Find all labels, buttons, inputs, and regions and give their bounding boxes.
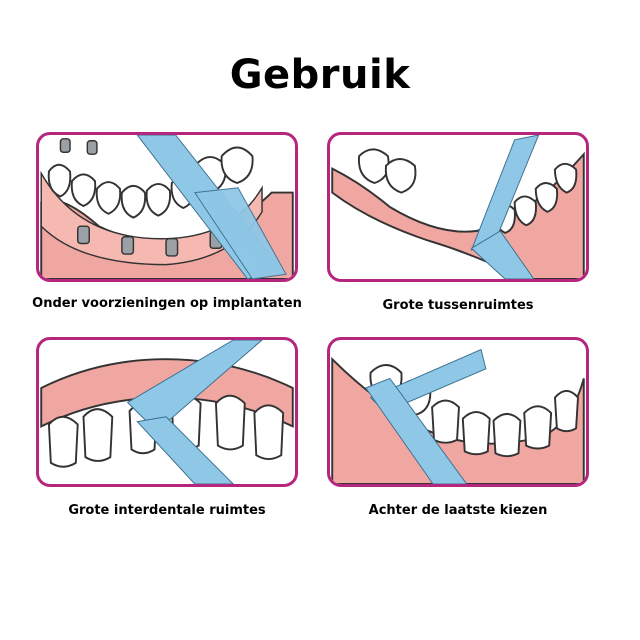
panel-implant-denture: [36, 132, 298, 282]
large-gaps-illustration: [331, 135, 585, 279]
page-title: Gebruik: [229, 52, 411, 98]
implant-denture-illustration: [40, 135, 294, 279]
behind-last-molars-illustration: [331, 348, 585, 484]
caption-large-gaps: Grote tussenruimtes: [382, 298, 534, 313]
panel-large-gaps: [327, 132, 589, 282]
interdental-spaces-illustration: [40, 340, 294, 484]
caption-behind-last-molars: Achter de laatste kiezen: [368, 503, 548, 518]
panel-behind-last-molars: [327, 337, 589, 487]
caption-implant-denture: Onder voorzieningen op implantaten: [32, 296, 302, 311]
panel-interdental-spaces: [36, 337, 298, 487]
caption-interdental-spaces: Grote interdentale ruimtes: [68, 503, 266, 518]
